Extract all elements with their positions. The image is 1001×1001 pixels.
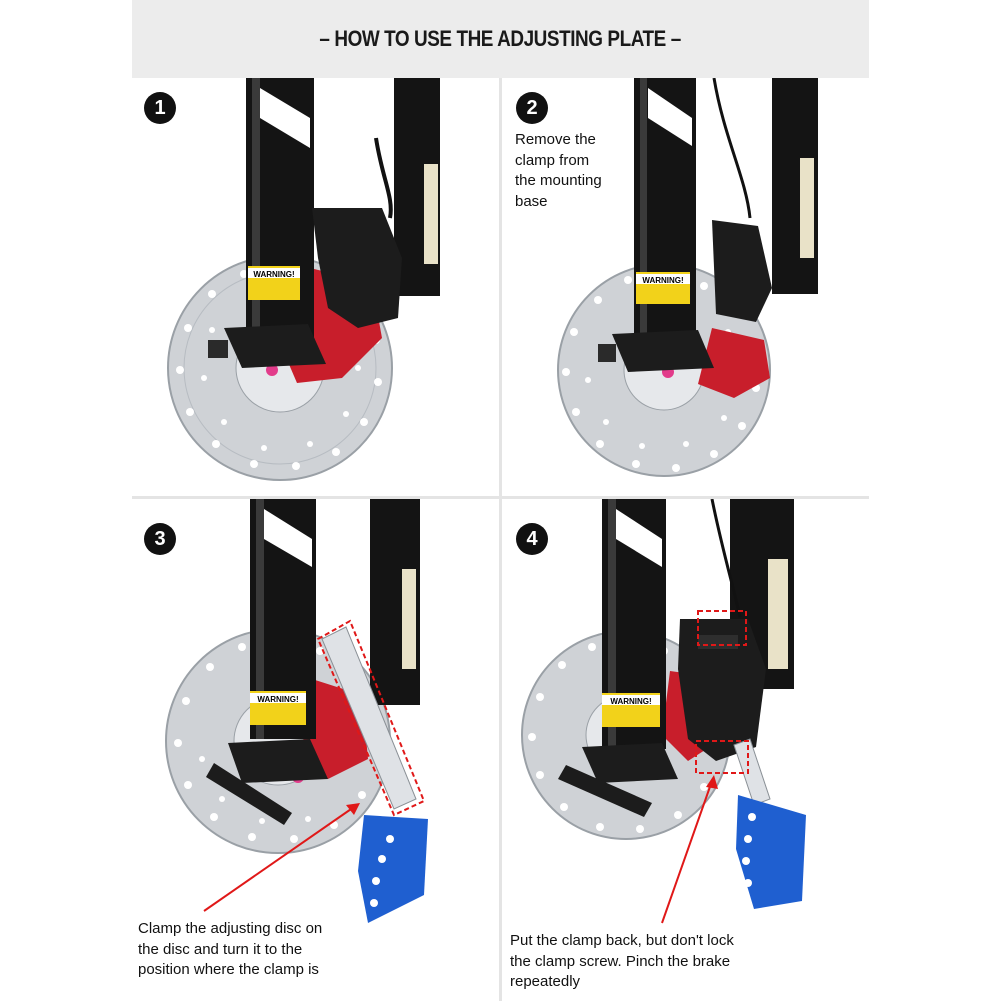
quick-release-lever <box>558 743 678 817</box>
caption-line: Put the clamp back, but don't lock <box>510 932 734 949</box>
warning-label: WARNING! <box>250 691 306 725</box>
caption-line: Remove the <box>515 131 596 148</box>
step-4-caption: Put the clamp back, but don't lock the c… <box>510 931 734 993</box>
arrow-head <box>706 775 718 789</box>
warning-label: WARNING! <box>636 272 690 304</box>
annotation-arrow <box>661 780 713 924</box>
warning-label: WARNING! <box>602 693 660 727</box>
step-3-photo: WARNING! <box>165 499 428 923</box>
horizontal-divider <box>132 496 869 499</box>
step-3-panel: WARNING! 3 Clamp the adjusting disc on t… <box>132 499 499 1001</box>
warning-text: WARNING! <box>253 270 294 279</box>
brake-caliper <box>598 78 772 372</box>
warning-label: WARNING! <box>248 266 300 300</box>
caption-line: position where the clamp is <box>138 961 319 978</box>
step-1-badge: 1 <box>144 92 176 124</box>
page-title: – HOW TO USE THE ADJUSTING PLATE – <box>319 26 682 51</box>
caption-line: base <box>515 192 548 210</box>
brake-caliper <box>208 137 402 368</box>
caption-line: clamp from <box>515 151 590 169</box>
annotation-box <box>316 619 426 817</box>
step-4-photo: WARNING! <box>521 499 806 924</box>
caption-line: the clamp screw. Pinch the brake <box>510 952 731 970</box>
warning-text: WARNING! <box>610 697 651 706</box>
annotation-arrow <box>203 806 355 912</box>
arrow-head <box>346 803 360 815</box>
header-banner: – HOW TO USE THE ADJUSTING PLATE – <box>132 0 869 78</box>
adjusting-plate <box>321 626 428 923</box>
brake-caliper <box>678 499 766 761</box>
adjusting-plate <box>733 738 806 909</box>
caption-line: repeatedly <box>510 973 581 990</box>
step-2-caption: Remove the clamp from the mounting base <box>515 130 602 212</box>
step-3-badge: 3 <box>144 523 176 555</box>
step-4-badge: 4 <box>516 523 548 555</box>
warning-text: WARNING! <box>642 276 683 285</box>
step-1-photo: WARNING! <box>167 78 440 481</box>
quick-release-lever <box>206 739 328 825</box>
step-3-caption: Clamp the adjusting disc on the disc and… <box>138 919 322 981</box>
warning-text: WARNING! <box>257 695 298 704</box>
step-2-panel: WARNING! 2 Remove the clamp from the mou… <box>502 78 869 496</box>
step-2-badge: 2 <box>516 92 548 124</box>
step-4-panel: WARNING! 4 Put the clamp back, but don't… <box>502 499 869 1001</box>
caption-line: Clamp the adjusting disc on <box>138 920 323 937</box>
annotation-box <box>695 610 749 774</box>
caption-line: the disc and turn it to the <box>138 940 303 958</box>
caption-line: the mounting <box>515 172 602 189</box>
step-2-photo: WARNING! <box>557 78 818 477</box>
step-1-panel: WARNING! 1 <box>132 78 499 496</box>
vertical-divider <box>499 78 502 1001</box>
